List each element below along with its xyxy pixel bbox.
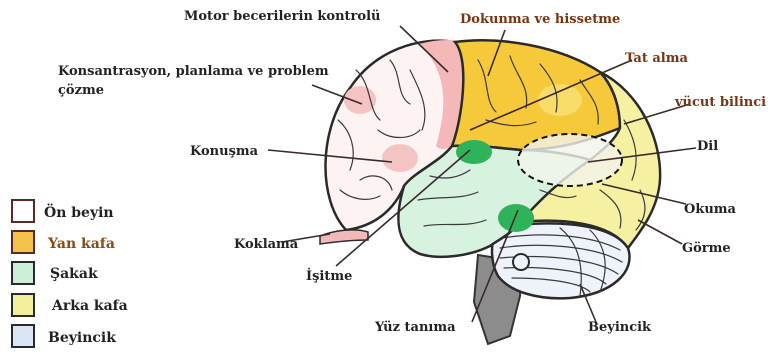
- prefrontal-highlight: [344, 86, 376, 114]
- label-hearing: İşitme: [306, 268, 352, 284]
- hearing-area-spot: [456, 140, 492, 164]
- face-area-spot: [498, 204, 534, 232]
- legend-swatch-cerebellum: [12, 325, 34, 347]
- brain-illustration: [320, 40, 660, 344]
- label-touch: Dokunma ve hissetme: [460, 12, 620, 27]
- label-face-recognition: Yüz tanıma: [374, 320, 456, 335]
- broca-highlight: [382, 144, 418, 172]
- legend-label-cerebellum: Beyincik: [48, 330, 116, 346]
- taste-area-highlight: [538, 84, 582, 116]
- olfactory-bulb: [320, 230, 368, 244]
- label-speech: Konuşma: [190, 144, 259, 159]
- parietal-lobe-region: [452, 40, 620, 150]
- legend-item-temporal: Şakak: [12, 262, 98, 284]
- label-cerebellum: Beyincik: [588, 320, 652, 335]
- legend-swatch-parietal: [12, 231, 34, 253]
- legend-item-occipital: Arka kafa: [12, 294, 128, 316]
- label-language: Dil: [697, 139, 718, 154]
- legend-label-parietal: Yan kafa: [47, 236, 115, 252]
- legend-item-parietal: Yan kafa: [12, 231, 115, 253]
- legend-swatch-frontal: [12, 200, 34, 222]
- legend-item-frontal: Ön beyin: [12, 200, 114, 222]
- leader-vision: [638, 220, 682, 244]
- label-reading: Okuma: [684, 202, 737, 217]
- pons-marker: [513, 254, 529, 270]
- label-motor: Motor becerilerin kontrolü: [184, 9, 380, 24]
- legend-label-temporal: Şakak: [50, 266, 98, 282]
- legend-item-cerebellum: Beyincik: [12, 325, 116, 347]
- legend-swatch-temporal: [12, 262, 34, 284]
- legend-label-occipital: Arka kafa: [51, 298, 128, 314]
- label-smell: Koklama: [234, 237, 299, 252]
- legend-label-frontal: Ön beyin: [44, 202, 114, 221]
- legend-swatch-occipital: [12, 294, 34, 316]
- label-vision: Görme: [682, 241, 731, 256]
- label-planning-line1: Konsantrasyon, planlama ve problem: [58, 64, 329, 79]
- label-planning-line2: çözme: [58, 83, 104, 98]
- legend: Ön beyin Yan kafa Şakak Arka kafa Beyinc…: [12, 200, 128, 347]
- label-body-awareness: vücut bilinci: [674, 95, 766, 110]
- label-taste: Tat alma: [625, 51, 689, 66]
